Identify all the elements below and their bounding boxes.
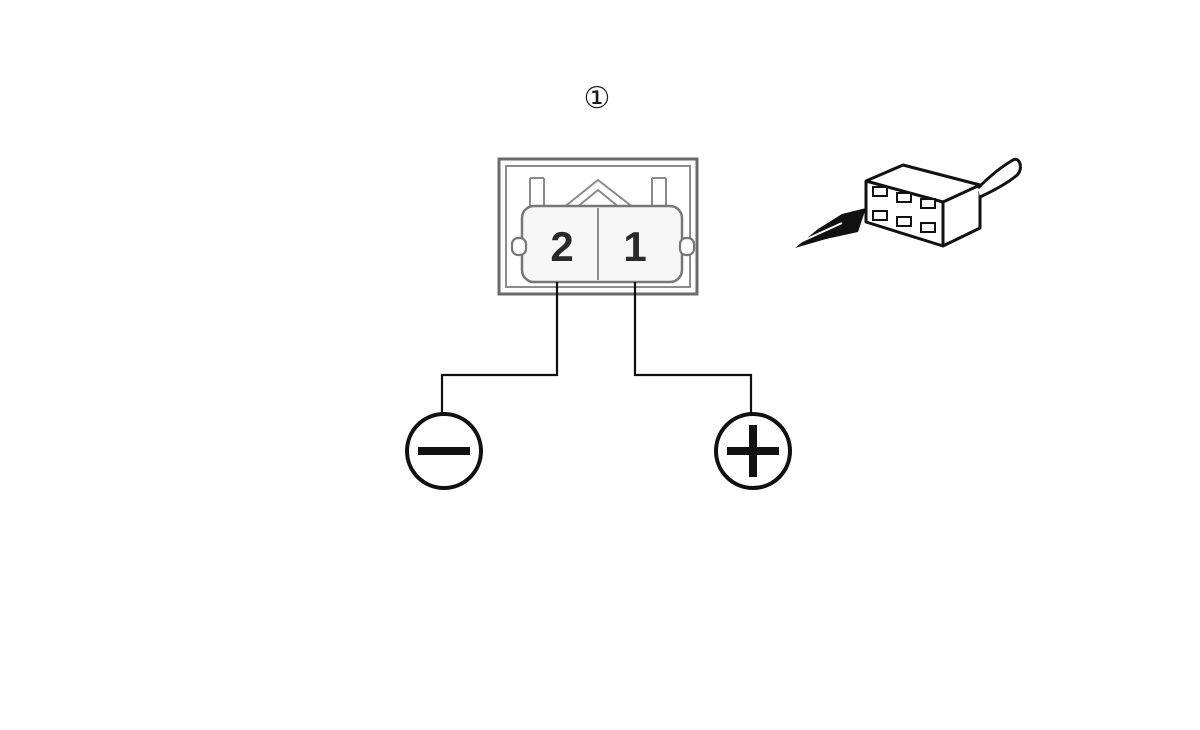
positive-wire — [633, 282, 753, 415]
positive-terminal-icon — [714, 412, 792, 490]
pin-1-label: 1 — [623, 223, 646, 270]
connector-latch — [529, 177, 667, 209]
pin-cavity-body — [510, 204, 696, 284]
negative-wire — [440, 282, 559, 415]
pin-2-label: 2 — [550, 223, 573, 270]
callout-number: ① — [584, 81, 611, 116]
connector-face: 2 1 — [497, 157, 699, 296]
callout-marker: ① — [584, 81, 611, 116]
connector-view-icon — [795, 157, 1022, 248]
negative-terminal-icon — [405, 412, 483, 490]
